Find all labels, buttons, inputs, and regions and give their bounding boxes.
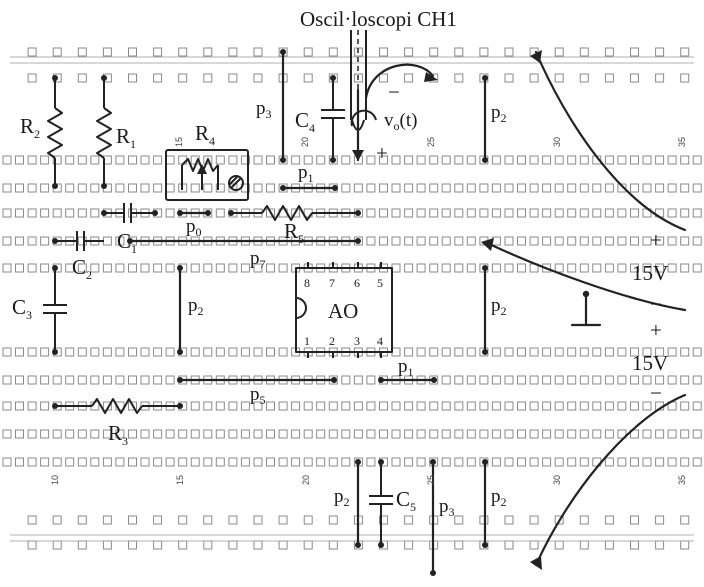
supply-lower-minus: − bbox=[650, 381, 662, 405]
label-p0: p0 bbox=[186, 216, 202, 239]
col-bottom-25: 25 bbox=[426, 475, 436, 485]
capacitor-C5 bbox=[369, 462, 393, 545]
potentiometer-R4 bbox=[165, 149, 249, 201]
supply-upper-voltage: 15V bbox=[632, 261, 668, 285]
resistor-R1 bbox=[96, 78, 112, 186]
label-p2-left: p2 bbox=[188, 295, 204, 318]
col-bottom-35: 35 bbox=[677, 475, 687, 485]
label-p2-bottom-right: p2 bbox=[491, 486, 507, 509]
col-top-15: 15 bbox=[174, 137, 184, 147]
capacitor-C2 bbox=[55, 231, 104, 251]
col-top-35: 35 bbox=[677, 137, 687, 147]
label-C5: C5 bbox=[396, 487, 416, 514]
col-bottom-20: 20 bbox=[301, 475, 311, 485]
opamp-label: AO bbox=[328, 299, 358, 323]
label-R3: R3 bbox=[108, 421, 128, 448]
col-bottom-10: 10 bbox=[50, 475, 60, 485]
label-p1-upper: p1 bbox=[298, 162, 314, 185]
column-numbers: 15 20 25 30 35 10 15 20 25 30 35 bbox=[50, 137, 687, 485]
label-p1-lower: p1 bbox=[398, 356, 414, 379]
opamp-pin-8: 8 bbox=[304, 276, 310, 290]
col-bottom-15: 15 bbox=[175, 475, 185, 485]
opamp-pin-6: 6 bbox=[354, 276, 360, 290]
lead-top bbox=[534, 50, 687, 232]
supply-lower-voltage: 15V bbox=[632, 351, 668, 375]
col-top-25: 25 bbox=[426, 137, 436, 147]
title-oscilloscope: Oscil·loscopi CH1 bbox=[300, 7, 457, 31]
jumper-wires bbox=[128, 50, 487, 575]
label-p3-bottom: p3 bbox=[439, 496, 455, 519]
label-C2: C2 bbox=[72, 255, 92, 282]
capacitor-C3 bbox=[43, 268, 67, 352]
signal-label: vo(t) bbox=[384, 110, 417, 133]
supply-lower-plus: + bbox=[650, 318, 662, 342]
label-p2-mid-right: p2 bbox=[491, 295, 507, 318]
lead-middle bbox=[483, 240, 687, 312]
label-p2-top-right: p2 bbox=[491, 102, 507, 125]
opamp-pin-2: 2 bbox=[329, 334, 335, 348]
supply-upper-plus: + bbox=[650, 228, 662, 252]
label-C4: C4 bbox=[295, 108, 315, 135]
opamp-pin-1: 1 bbox=[304, 334, 310, 348]
opamp-pin-4: 4 bbox=[377, 334, 383, 348]
col-top-30: 30 bbox=[552, 137, 562, 147]
probe-plus: + bbox=[376, 141, 388, 165]
lead-bottom bbox=[534, 393, 687, 567]
opamp-AO bbox=[295, 262, 393, 358]
resistor-R2 bbox=[47, 78, 63, 186]
label-C3: C3 bbox=[12, 295, 32, 322]
col-top-20: 20 bbox=[300, 137, 310, 147]
supply-leads bbox=[481, 50, 687, 570]
probe-minus: − bbox=[388, 80, 400, 104]
opamp-pin-3: 3 bbox=[354, 334, 360, 348]
opamp-pin-5: 5 bbox=[377, 276, 383, 290]
capacitor-C1 bbox=[104, 203, 155, 223]
oscilloscope-probe bbox=[350, 30, 438, 161]
label-p7: p7 bbox=[250, 248, 266, 271]
probe-ground-lead bbox=[364, 63, 435, 100]
label-R5: R5 bbox=[284, 219, 304, 246]
labels: Oscil·loscopi CH1 vo(t) − + R2 R1 R4 R5 … bbox=[12, 7, 668, 519]
label-R4: R4 bbox=[195, 121, 215, 148]
label-p3-upper: p3 bbox=[256, 98, 272, 121]
probe-tip-arrow bbox=[352, 150, 364, 161]
opamp-pin-7: 7 bbox=[329, 276, 335, 290]
label-p2-bottom: p2 bbox=[334, 486, 350, 509]
connection-dots bbox=[52, 49, 488, 576]
capacitor-C4 bbox=[321, 78, 345, 160]
supply-upper-minus: − bbox=[650, 292, 662, 316]
resistor-R3 bbox=[55, 398, 180, 414]
col-bottom-30: 30 bbox=[552, 475, 562, 485]
label-R1: R1 bbox=[116, 124, 136, 151]
resistor-R5 bbox=[231, 205, 358, 221]
label-C1: C1 bbox=[117, 229, 137, 256]
label-R2: R2 bbox=[20, 114, 40, 141]
label-p5: p5 bbox=[250, 384, 266, 407]
